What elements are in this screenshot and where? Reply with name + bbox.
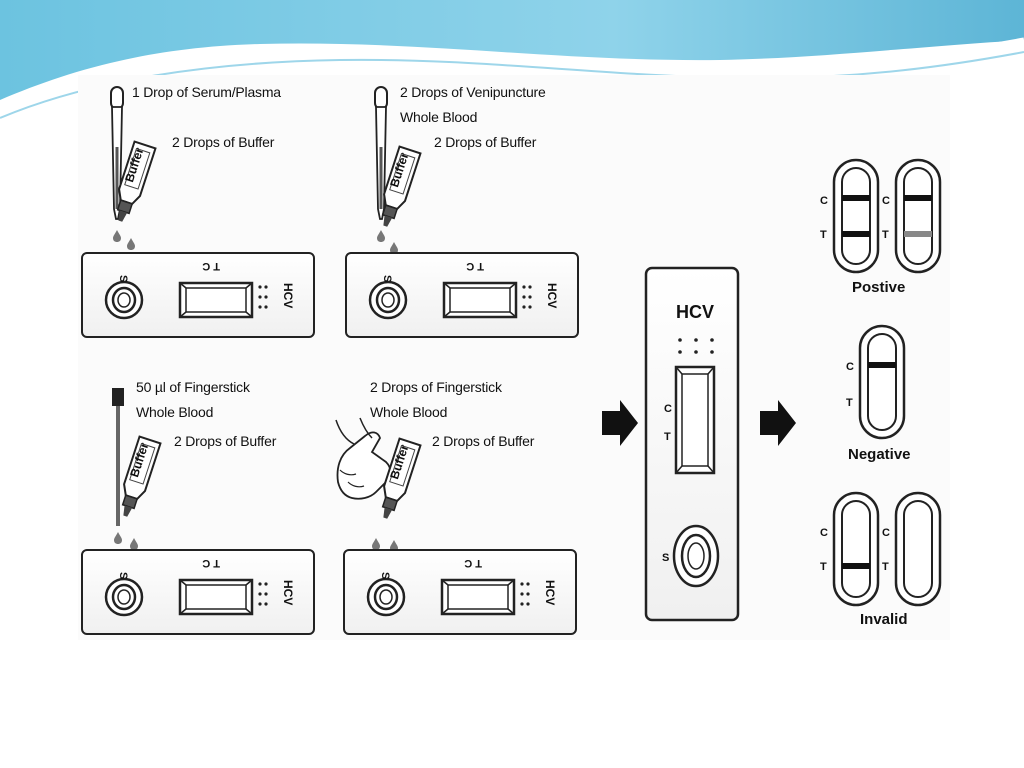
cassette-hcv-label: HCV (281, 580, 295, 605)
sample-label-line2: Whole Blood (400, 109, 477, 125)
test-line (842, 231, 870, 237)
buffer-label: 2 Drops of Buffer (432, 433, 535, 449)
c-label: C (820, 195, 828, 207)
cassette-letters: T C (202, 557, 220, 569)
capillary-tube-bulb (112, 388, 124, 406)
cassette-letters: T C (202, 260, 220, 272)
sample-label: 2 Drops of Venipuncture (400, 84, 546, 100)
t-label: T (846, 397, 853, 409)
result-invalid: C T C T Invalid (820, 491, 942, 628)
capillary-tube (116, 406, 120, 526)
t-label: T (882, 561, 889, 573)
cassette-hcv-label: HCV (543, 580, 557, 605)
sample-label-line2: Whole Blood (370, 404, 447, 420)
arrow-right-icon (602, 400, 638, 446)
t-label: T (820, 561, 827, 573)
cassette-hcv-label: HCV (281, 283, 295, 308)
result-negative: C T Negative (846, 324, 911, 463)
c-label: C (820, 527, 828, 539)
cassette-hcv-label: HCV (545, 283, 559, 308)
large-cassette-c-label: C (664, 403, 672, 415)
control-line (842, 195, 870, 201)
test-cassette: T C HCV (344, 251, 580, 339)
positive-label: Postive (852, 279, 905, 296)
t-label: T (820, 229, 827, 241)
large-cassette-t-label: T (664, 431, 671, 443)
arrow-right-icon (760, 400, 796, 446)
diagram-panel (78, 75, 950, 640)
buffer-label: 2 Drops of Buffer (434, 134, 537, 150)
buffer-label: 2 Drops of Buffer (174, 433, 277, 449)
large-test-cassette: HCV C T S (644, 266, 740, 622)
buffer-label: 2 Drops of Buffer (172, 134, 275, 150)
cassette-letters: T C (466, 260, 484, 272)
sample-label-line2: Whole Blood (136, 404, 213, 420)
test-cassette: T C HCV (342, 548, 578, 636)
sample-label: 2 Drops of Fingerstick (370, 379, 503, 395)
c-label: C (846, 361, 854, 373)
procedure-venipuncture: Buffer 2 Drops of Venipuncture Whole Blo… (344, 84, 580, 339)
test-cassette: T C HCV (80, 548, 316, 636)
control-line (868, 362, 896, 368)
invalid-label: Invalid (860, 611, 908, 628)
test-cassette: T C HCV (80, 251, 316, 339)
control-line (904, 195, 932, 201)
large-cassette-s-label: S (662, 552, 669, 564)
test-line (842, 563, 870, 569)
procedure-fingerstick-50ul: Buffer 50 µl of Fingerstick Whole Blood … (80, 379, 316, 636)
large-cassette-title: HCV (676, 302, 714, 322)
t-label: T (882, 229, 889, 241)
c-label: C (882, 195, 890, 207)
faint-test-line (904, 231, 932, 237)
sample-label: 50 µl of Fingerstick (136, 379, 251, 395)
c-label: C (882, 527, 890, 539)
negative-label: Negative (848, 446, 911, 463)
sample-label: 1 Drop of Serum/Plasma (132, 84, 281, 100)
result-positive: C T C T Postive (820, 158, 942, 296)
procedure-serum-plasma: Buffer 1 Drop of Serum/Plasma 2 Drops of… (80, 84, 316, 339)
cassette-letters: T C (464, 557, 482, 569)
